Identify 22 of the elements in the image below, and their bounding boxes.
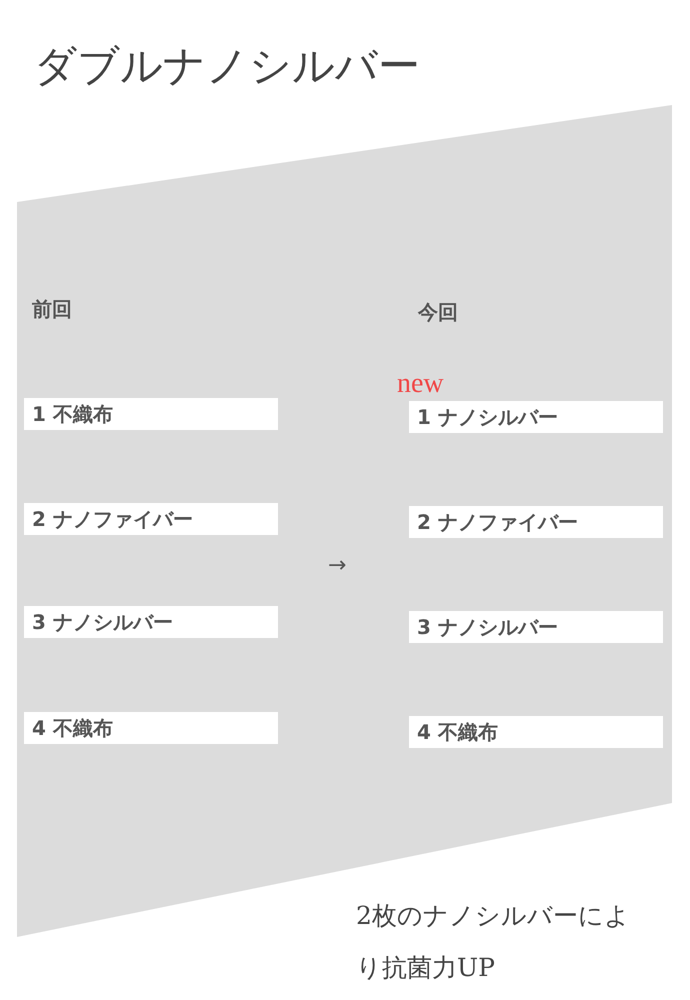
caption: 2枚のナノシルバーにより抗菌力UP — [356, 900, 631, 984]
new-tag: new — [397, 368, 444, 400]
layer-label: 3 ナノシルバー — [32, 608, 173, 636]
layer-label: 3 ナノシルバー — [417, 614, 558, 640]
layer-label: 2 ナノファイバー — [32, 506, 193, 532]
layer-box — [24, 606, 278, 638]
layer-box — [24, 398, 278, 430]
layer-box — [409, 716, 663, 748]
heading: 前回 — [32, 296, 72, 323]
layer-label: 4 不織布 — [417, 718, 498, 746]
title: ダブルナノシルバー — [34, 40, 420, 92]
heading: 今回 — [418, 299, 458, 326]
layer-label: 1 不織布 — [32, 400, 113, 428]
layer-label: 2 ナノファイバー — [417, 508, 578, 536]
layer-label: 4 不織布 — [32, 714, 113, 742]
layer-box — [409, 506, 663, 538]
layer-box — [409, 401, 663, 433]
layer-box — [24, 503, 278, 535]
layer-label: 1 ナノシルバー — [417, 404, 558, 430]
layer-box — [409, 611, 663, 643]
layer-box — [24, 712, 278, 744]
arrow-glyph: → — [328, 553, 346, 578]
